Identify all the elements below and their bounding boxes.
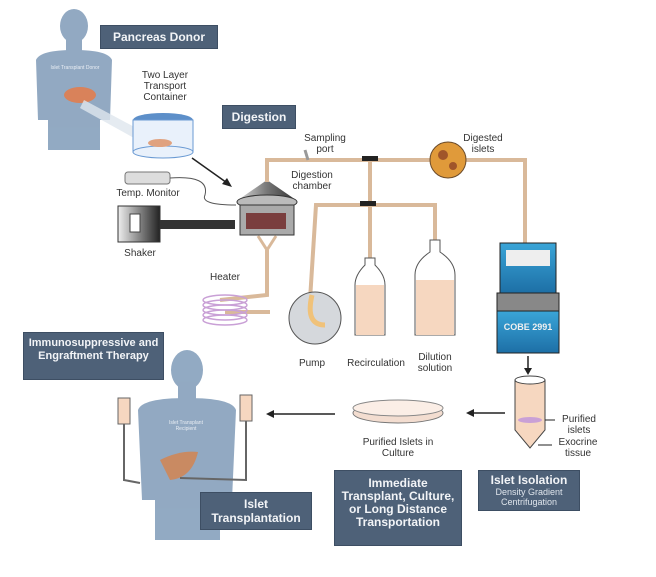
cobe-2991-machine-icon [496, 242, 560, 354]
label-pump: Pump [298, 358, 326, 369]
temp-monitor-icon [124, 171, 171, 185]
donor-pancreas [64, 87, 96, 103]
label-shaker: Shaker [124, 248, 156, 259]
recipient-body-caption: Islet Transplant Recipient [169, 420, 203, 432]
label-purified-islets-culture: Purified Islets in Culture [362, 437, 434, 459]
pancreas-donor-title: Pancreas Donor [100, 25, 218, 49]
dilution-bottle-icon [414, 239, 456, 336]
label-temp-monitor: Temp. Monitor [116, 188, 180, 199]
iv-bag-right [239, 394, 253, 422]
recipient-liver [160, 451, 198, 480]
shaker-arm [160, 220, 235, 229]
label-dilution-solution: Dilution solution [417, 352, 453, 374]
immediate-transplant-title: Immediate Transplant, Culture, or Long D… [334, 470, 462, 546]
islet-transplantation-title: Islet Transplantation [200, 492, 312, 530]
digestion-chamber-icon [236, 180, 298, 253]
donor-body-caption: Islet Transplant Donor [50, 65, 100, 71]
label-two-layer-container: Two Layer Transport Container [141, 70, 189, 103]
digestion-title: Digestion [222, 105, 296, 129]
label-exocrine-tissue: Exocrine tissue [558, 437, 598, 459]
label-sampling-port: Sampling port [304, 133, 346, 155]
digested-islets-icon [429, 141, 467, 179]
iv-bag-left [117, 397, 131, 425]
immunosuppressive-title: Immunosuppressive and Engraftment Therap… [23, 332, 164, 380]
transport-container-icon [132, 113, 194, 159]
pump-icon [288, 291, 342, 345]
islet-isolation-title: Islet Isolation Density Gradient Centrif… [478, 470, 580, 511]
label-purified-islets: Purified islets [562, 414, 596, 436]
label-cobe: COBE 2991 [503, 322, 553, 332]
recirculation-bottle-icon [354, 257, 386, 336]
centrifuge-tube-icon [514, 379, 546, 449]
label-heater: Heater [209, 272, 240, 283]
label-digested-islets: Digested islets [463, 133, 503, 155]
heater-coil-icon [202, 294, 248, 326]
donor-arrow [80, 100, 140, 138]
islet-isolation-label: Islet Isolation [490, 473, 568, 487]
label-digestion-chamber: Digestion chamber [291, 170, 333, 192]
islet-isolation-subtitle: Density Gradient Centrifugation [495, 487, 563, 507]
label-recirculation: Recirculation [347, 358, 405, 369]
